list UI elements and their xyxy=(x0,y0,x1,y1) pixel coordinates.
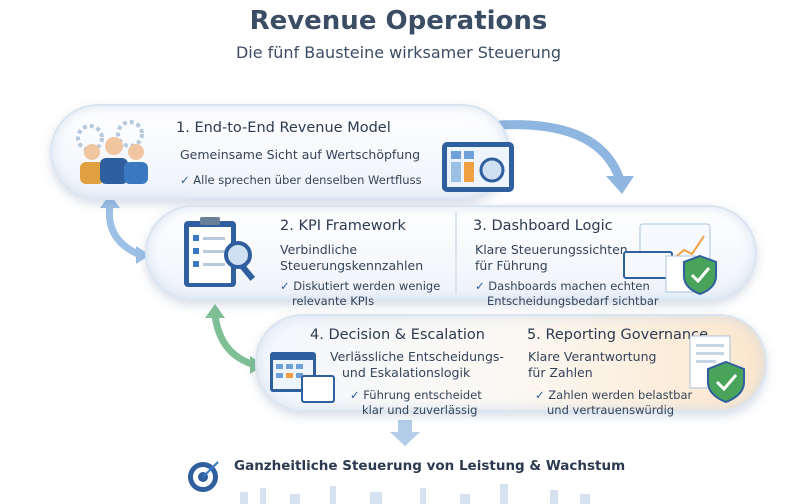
check-icon: ✓ xyxy=(180,173,190,187)
block-1-check: ✓ Alle sprechen über denselben Wertfluss xyxy=(180,173,422,187)
block-4-check: ✓ Führung entscheidet xyxy=(350,388,482,402)
block-1-subtitle: Gemeinsame Sicht auf Wertschöpfung xyxy=(180,147,421,162)
block-5-check: ✓ Zahlen werden belastbar xyxy=(535,388,693,402)
arrow-2-to-4 xyxy=(211,314,257,369)
check-icon: ✓ xyxy=(535,388,545,402)
block-2-subtitle-1: Verbindliche xyxy=(280,242,358,257)
block-2-subtitle-2: Steuerungskennzahlen xyxy=(280,258,424,273)
dashboard-shield-icon xyxy=(623,223,717,296)
block-5-title: 5. Reporting Governance xyxy=(527,327,709,343)
skyline-decoration xyxy=(240,484,590,504)
block-3-title: 3. Dashboard Logic xyxy=(473,218,613,234)
block-3-subtitle-1: Klare Steuerungssichten xyxy=(475,242,628,257)
arrow-1-to-2 xyxy=(105,204,142,259)
page-title: Revenue Operations xyxy=(249,6,548,36)
kpi-clipboard-icon xyxy=(184,217,256,287)
arrow-down-shaft xyxy=(398,420,412,434)
block-3-subtitle-2: für Führung xyxy=(475,258,548,273)
block-1-title: 1. End-to-End Revenue Model xyxy=(176,120,391,136)
block-2-check-2: relevante KPIs xyxy=(292,294,375,308)
block-4-title: 4. Decision & Escalation xyxy=(310,327,485,343)
block-3-check-2: Entscheidungsbedarf sichtbar xyxy=(487,294,659,308)
block-5-subtitle-2: für Zahlen xyxy=(528,365,593,380)
block-4-subtitle-2: und Eskalationslogik xyxy=(342,365,471,380)
check-icon: ✓ xyxy=(350,388,360,402)
target-icon xyxy=(188,461,219,492)
block-5-check-2: und vertrauenswürdig xyxy=(547,403,675,417)
block-4-subtitle-1: Verlässliche Entscheidungs- xyxy=(330,349,504,364)
arrow-down-head xyxy=(390,432,420,446)
page-subtitle: Die fünf Bausteine wirksamer Steuerung xyxy=(235,43,562,62)
block-end-to-end-revenue-model xyxy=(50,104,510,200)
arrow-head-1 xyxy=(606,176,634,194)
block-4-check-2: klar und zuverlässig xyxy=(362,403,478,417)
block-row-4-5 xyxy=(255,314,767,412)
block-2-title: 2. KPI Framework xyxy=(280,218,406,234)
block-5-subtitle-1: Klare Verantwortung xyxy=(528,349,657,364)
team-icon xyxy=(76,120,148,184)
block-2-check: ✓ Diskutiert werden wenige xyxy=(280,279,441,293)
check-icon: ✓ xyxy=(475,279,485,293)
report-shield-icon xyxy=(689,335,745,404)
check-icon: ✓ xyxy=(280,279,290,293)
footer-text: Ganzheitliche Steuerung von Leistung & W… xyxy=(234,458,626,474)
arrow-1-to-3 xyxy=(495,120,625,185)
divider xyxy=(455,212,457,294)
block-3-check: ✓ Dashboards machen echten xyxy=(475,279,650,293)
dashboard-chart-icon xyxy=(442,142,514,192)
calendar-icon xyxy=(270,352,335,403)
